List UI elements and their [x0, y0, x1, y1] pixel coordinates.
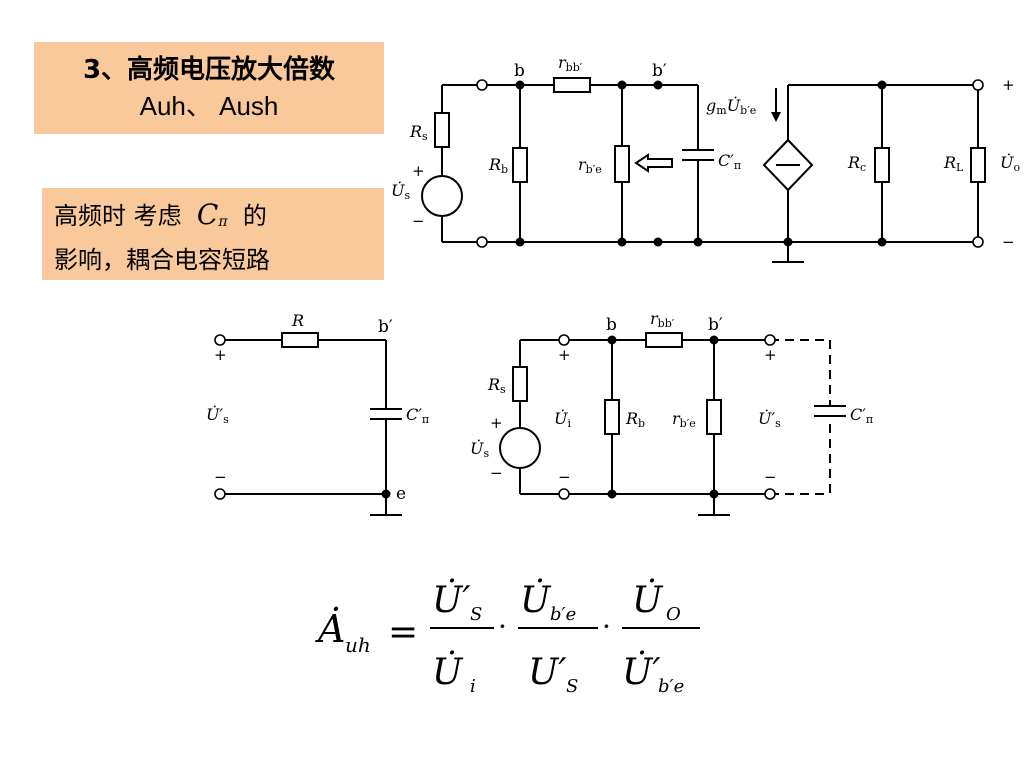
resistor-rc-top	[874, 147, 890, 183]
terminal-left-plus	[214, 334, 226, 346]
terminal-right-out-minus	[764, 488, 776, 500]
formula-equals: =	[388, 612, 418, 653]
note-c-pi: Cπ	[197, 198, 228, 231]
note-box: 高频时 考虑 Cπ 的 影响，耦合电容短路	[42, 188, 384, 280]
label-rbbp-right: rbb′	[650, 309, 675, 330]
label-minus-right-out: −	[764, 468, 777, 486]
label-minus-top-out: −	[1002, 233, 1015, 251]
terminal-top-in-minus	[476, 236, 488, 248]
label-node-b-right: b	[606, 315, 617, 335]
label-cpi-top: C′π	[718, 151, 741, 172]
label-minus-top-source: −	[412, 212, 425, 230]
formula-d3-sub: b′e	[658, 676, 684, 697]
formula-d2-sub: S	[566, 676, 578, 697]
label-rs-right: Rs	[487, 375, 506, 396]
hollow-arrow	[634, 153, 673, 173]
voltage-source-right	[499, 427, 541, 469]
resistor-r-left	[281, 332, 319, 348]
label-minus-right-source: −	[490, 464, 503, 482]
label-r-left: R	[291, 311, 304, 330]
formula-n3-sub: O	[666, 604, 681, 625]
label-rl-top: RL	[943, 153, 964, 174]
label-plus-top-source: +	[412, 162, 425, 180]
formula-dot-2: ·	[602, 610, 611, 643]
formula-n1: U̇′	[432, 579, 471, 621]
formula-d2: U′	[528, 652, 567, 693]
label-plus-right-out: +	[764, 346, 777, 364]
resistor-rbe-top	[614, 145, 630, 183]
label-node-e-left: e	[396, 484, 406, 504]
resistor-rbbp-right	[645, 332, 683, 348]
resistor-rb-top	[512, 147, 528, 183]
formula-d3: U̇′	[622, 651, 661, 693]
label-uo-top: U̇o	[1000, 153, 1020, 174]
resistor-rbe-right	[706, 399, 722, 435]
label-node-bp-right: b′	[708, 315, 723, 335]
label-node-bp-left: b′	[378, 317, 393, 337]
gain-formula: Ȧ uh = U̇′ S U̇ i · U̇ b′e U′ S · U̇ O U…	[315, 579, 700, 697]
note-c-symbol: C	[196, 198, 219, 231]
slide-title: 3、高频电压放大倍数	[82, 55, 336, 85]
label-minus-left: −	[214, 468, 227, 486]
formula-d1: U̇	[432, 651, 464, 693]
label-cpi-right: C′π	[850, 405, 873, 426]
label-plus-top-out: +	[1002, 76, 1015, 94]
slide-subtitle: Auh、 Aush	[139, 91, 279, 121]
terminal-right-in-minus	[558, 488, 570, 500]
label-rbe-top: rb′e	[578, 155, 602, 176]
label-ui-right: U̇i	[554, 409, 571, 430]
note-line-2: 影响，耦合电容短路	[54, 246, 270, 274]
label-minus-right-in: −	[558, 468, 571, 486]
label-us-top: U̇s	[391, 181, 410, 202]
note-line-1: 高频时 考虑 Cπ 的	[42, 196, 384, 241]
formula-n3: U̇	[632, 579, 664, 621]
label-rb-right: Rb	[625, 409, 645, 430]
label-rb-top: Rb	[488, 155, 508, 176]
label-rbe-right: rb′e	[672, 409, 696, 430]
resistor-rs-top	[434, 112, 450, 148]
formula-n2: U̇	[520, 579, 552, 621]
formula-lhs-sub: uh	[345, 633, 371, 657]
note-text-pre: 高频时 考虑	[54, 202, 182, 230]
terminal-top-out-minus	[972, 236, 984, 248]
terminal-right-in-plus	[558, 334, 570, 346]
label-usp-right: U̇′s	[758, 409, 781, 430]
label-node-b-top: b	[514, 61, 525, 81]
formula-dot-1: ·	[498, 610, 507, 643]
note-c-sub: π	[218, 214, 228, 230]
label-us-left: U̇′s	[206, 405, 229, 426]
note-text-post: 的	[242, 202, 267, 230]
formula-n1-sub: S	[470, 604, 482, 625]
resistor-rl-top	[970, 147, 986, 183]
terminal-top-out-plus	[972, 79, 984, 91]
label-node-bp-top: b′	[652, 61, 667, 81]
formula-lhs: Ȧ	[315, 607, 345, 651]
label-rbbp-top: rbb′	[558, 53, 583, 74]
resistor-rs-right	[512, 366, 528, 402]
label-plus-right-source: +	[490, 414, 503, 432]
label-cpi-left: C′π	[406, 405, 429, 426]
label-gm-top: gmU̇b′e	[706, 96, 756, 117]
label-rs-top: Rs	[409, 122, 428, 143]
title-box: 3、高频电压放大倍数 Auh、 Aush	[34, 42, 384, 134]
label-us-right: U̇s	[470, 439, 489, 460]
label-plus-right-in: +	[558, 346, 571, 364]
label-plus-left: +	[214, 346, 227, 364]
formula-d1-sub: i	[470, 676, 476, 697]
circuit-left: R b′ e + − U̇′s C′π	[206, 311, 429, 516]
terminal-right-out-plus	[764, 334, 776, 346]
resistor-rbbp	[553, 77, 591, 93]
label-rc-top: Rc	[847, 153, 866, 174]
terminal-left-minus	[214, 488, 226, 500]
terminal-top-in-plus	[476, 79, 488, 91]
circuit-right: b b′ rbb′ Rs U̇i Rb rb′e U̇′s C′π U̇s + …	[470, 309, 873, 516]
resistor-rb-right	[604, 399, 620, 435]
formula-n2-sub: b′e	[550, 604, 576, 625]
circuit-top: b b′ rbb′ Rs Rb rb′e C′π gmU̇b′e Rc RL U…	[391, 53, 1020, 263]
voltage-source-top	[421, 175, 463, 217]
